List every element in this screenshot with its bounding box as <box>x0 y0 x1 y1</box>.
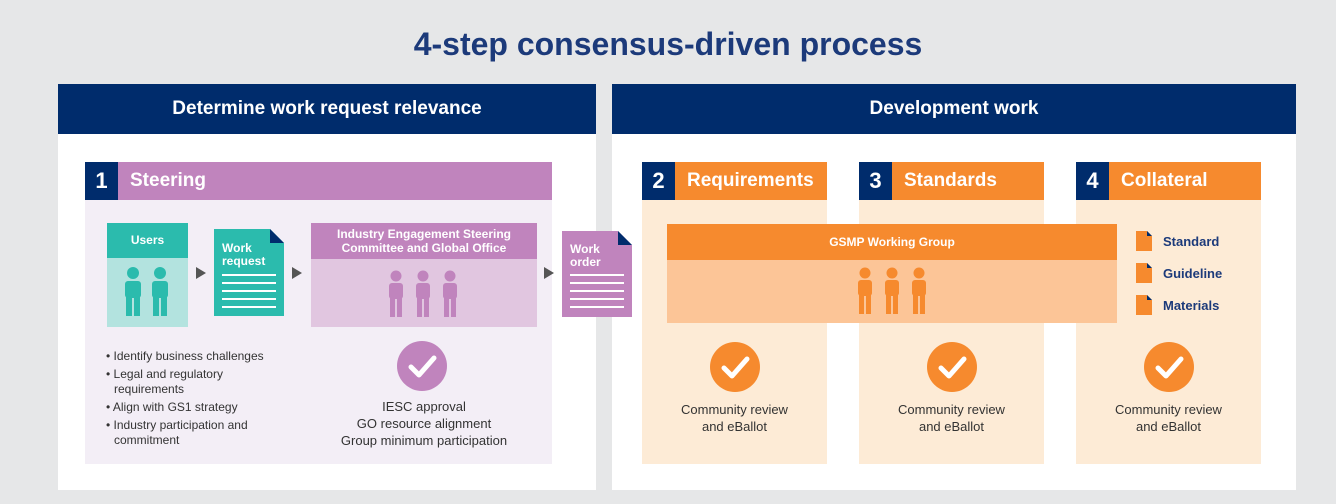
working-group-label: GSMP Working Group <box>667 224 1117 260</box>
step-label-standards: Standards <box>892 162 1044 200</box>
checkmark-icon <box>397 341 447 391</box>
document-label-standard: Standard <box>1163 234 1220 249</box>
review-line: Community review <box>1115 402 1222 417</box>
work-order-line2: order <box>570 255 601 270</box>
work-request-line2: request <box>222 254 266 269</box>
bullet-item: Industry participation and commitment <box>106 418 296 448</box>
approval-caption: IESC approval GO resource alignment Grou… <box>311 399 537 450</box>
people-group-icon <box>858 267 926 314</box>
step-number-1: 1 <box>85 162 118 200</box>
review-line: and eBallot <box>1135 418 1202 434</box>
development-panel-header: Development work <box>612 84 1296 134</box>
approval-line: GO resource alignment <box>356 415 492 431</box>
review-line: and eBallot <box>918 418 985 434</box>
iesc-label-line1: Industry Engagement Steering <box>336 226 512 241</box>
checkmark-icon <box>710 342 760 392</box>
step-label-requirements: Requirements <box>675 162 827 200</box>
step-label-steering: Steering <box>118 162 552 200</box>
users-box-label: Users <box>107 223 188 258</box>
review-caption: Community review and eBallot <box>859 402 1044 436</box>
bullet-item: Legal and regulatory requirements <box>106 367 296 397</box>
step-number-4: 4 <box>1076 162 1109 200</box>
document-label-materials: Materials <box>1163 298 1220 313</box>
work-request-document-icon <box>214 229 284 316</box>
document-label-guideline: Guideline <box>1163 266 1223 281</box>
approval-line: IESC approval <box>382 399 466 414</box>
arrow-right-icon <box>544 267 554 279</box>
step-number-3: 3 <box>859 162 892 200</box>
approval-line: Group minimum participation <box>340 432 508 448</box>
page-title: 4-step consensus-driven process <box>413 26 923 62</box>
review-line: and eBallot <box>701 418 768 434</box>
iesc-box-label: Industry Engagement Steering Committee a… <box>311 223 537 259</box>
work-order-line1: Work <box>570 242 600 256</box>
relevance-panel-header: Determine work request relevance <box>58 84 596 134</box>
review-line: Community review <box>898 402 1005 417</box>
bullet-item: Identify business challenges <box>106 349 296 364</box>
checkmark-icon <box>927 342 977 392</box>
work-order-document-icon <box>562 231 632 317</box>
iesc-label-line2: Committee and Global Office <box>341 241 507 255</box>
arrow-right-icon <box>292 267 302 279</box>
steering-bullet-list: Identify business challenges Legal and r… <box>106 349 296 451</box>
arrow-right-icon <box>196 267 206 279</box>
user-pair-icon <box>125 267 168 316</box>
bullet-item: Align with GS1 strategy <box>106 400 296 415</box>
review-line: Community review <box>681 402 788 417</box>
work-request-label: Work request <box>222 241 282 269</box>
step-label-collateral: Collateral <box>1109 162 1261 200</box>
work-request-line1: Work <box>222 241 252 255</box>
step-number-2: 2 <box>642 162 675 200</box>
people-group-icon <box>389 270 457 317</box>
review-caption: Community review and eBallot <box>1076 402 1261 436</box>
document-icon <box>1136 295 1152 315</box>
review-caption: Community review and eBallot <box>642 402 827 436</box>
document-icon <box>1136 263 1152 283</box>
document-icon <box>1136 231 1152 251</box>
checkmark-icon <box>1144 342 1194 392</box>
work-order-label: Work order <box>570 242 630 270</box>
